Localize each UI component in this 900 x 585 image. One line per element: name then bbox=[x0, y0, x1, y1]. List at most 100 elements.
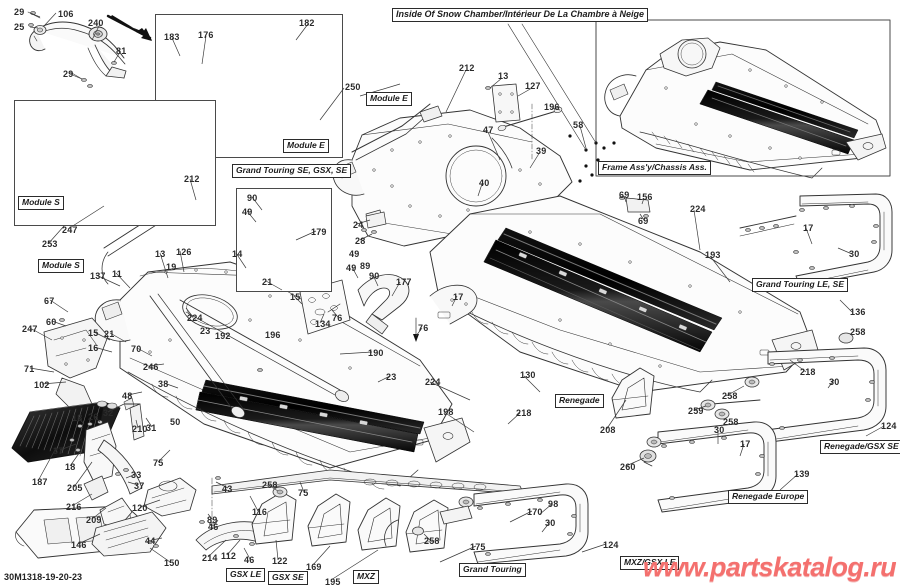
callout-number: 24 bbox=[353, 220, 364, 230]
callout-number: 212 bbox=[459, 63, 475, 73]
callout-number: 49 bbox=[242, 207, 253, 217]
callout-number: 15 bbox=[290, 292, 301, 302]
callout-number: 76 bbox=[332, 313, 343, 323]
callout-number: 33 bbox=[131, 470, 142, 480]
callout-number: 69 bbox=[638, 216, 649, 226]
callout-number: 258 bbox=[722, 391, 738, 401]
callout-number: 137 bbox=[90, 271, 106, 281]
callout-number: 196 bbox=[544, 102, 560, 112]
callout-number: 46 bbox=[244, 555, 255, 565]
callout-number: 218 bbox=[800, 367, 816, 377]
callout-number: 205 bbox=[67, 483, 83, 493]
callout-number: 30 bbox=[714, 425, 725, 435]
callout-number: 38 bbox=[158, 379, 169, 389]
callout-number: 29 bbox=[63, 69, 74, 79]
callout-number: 23 bbox=[386, 372, 397, 382]
callout-number: 112 bbox=[221, 551, 237, 561]
callout-number: 156 bbox=[637, 192, 653, 202]
callout-number: 50 bbox=[170, 417, 181, 427]
callout-number: 75 bbox=[298, 488, 309, 498]
caption-mxz-gsx-le: MXZ/GSX LE bbox=[620, 556, 680, 570]
callout-number: 40 bbox=[479, 178, 490, 188]
callout-number: 39 bbox=[536, 146, 547, 156]
callout-number: 17 bbox=[740, 439, 751, 449]
callout-number: 116 bbox=[252, 507, 268, 517]
callout-number: 130 bbox=[520, 370, 536, 380]
callout-number: 224 bbox=[425, 377, 441, 387]
callout-number: 17 bbox=[803, 223, 814, 233]
callout-number: 198 bbox=[438, 407, 454, 417]
callout-number: 28 bbox=[355, 236, 366, 246]
caption-grand-touring-le-se: Grand Touring LE, SE bbox=[752, 278, 848, 292]
callout-number: 208 bbox=[600, 425, 616, 435]
callout-number: 15 bbox=[88, 328, 99, 338]
callout-number: 89 bbox=[207, 515, 218, 525]
callout-number: 48 bbox=[122, 391, 133, 401]
callout-number: 58 bbox=[573, 120, 584, 130]
caption-module-e-main: Module E bbox=[366, 92, 412, 106]
callout-number: 247 bbox=[22, 324, 38, 334]
caption-module-e-top: Module E bbox=[283, 139, 329, 153]
callout-number: 258 bbox=[850, 327, 866, 337]
callout-number: 13 bbox=[155, 249, 166, 259]
callout-number: 21 bbox=[104, 329, 115, 339]
callout-number: 124 bbox=[881, 421, 897, 431]
callout-number: 196 bbox=[265, 330, 281, 340]
callout-number: 90 bbox=[247, 193, 258, 203]
callout-number: 169 bbox=[306, 562, 322, 572]
caption-mxz: MXZ bbox=[353, 570, 379, 584]
callout-number: 120 bbox=[132, 503, 148, 513]
callout-number: 250 bbox=[345, 82, 361, 92]
callout-number: 106 bbox=[58, 9, 74, 19]
callout-number: 260 bbox=[620, 462, 636, 472]
callout-number: 179 bbox=[311, 227, 327, 237]
callout-number: 43 bbox=[222, 484, 233, 494]
callout-number: 47 bbox=[483, 125, 494, 135]
callout-number: 76 bbox=[418, 323, 429, 333]
callout-number: 258 bbox=[723, 417, 739, 427]
callout-number: 18 bbox=[65, 462, 76, 472]
caption-grand-touring-se-gsx-se: Grand Touring SE, GSX, SE bbox=[232, 164, 352, 178]
callout-number: 37 bbox=[53, 446, 64, 456]
callout-number: 127 bbox=[525, 81, 541, 91]
callout-number: 46 bbox=[208, 522, 219, 532]
callout-number: 124 bbox=[603, 540, 619, 550]
callout-number: 216 bbox=[66, 502, 82, 512]
callout-number: 102 bbox=[34, 380, 50, 390]
callout-number: 44 bbox=[145, 536, 156, 546]
caption-grand-touring: Grand Touring bbox=[459, 563, 526, 577]
callout-number: 240 bbox=[88, 18, 104, 28]
callout-number: 49 bbox=[349, 249, 360, 259]
callout-number: 224 bbox=[187, 313, 203, 323]
callout-number: 31 bbox=[146, 423, 157, 433]
callout-number: 187 bbox=[32, 477, 48, 487]
callout-number: 60 bbox=[46, 317, 57, 327]
callout-number: 136 bbox=[850, 307, 866, 317]
caption-gsx-le: GSX LE bbox=[226, 568, 266, 582]
callout-number: 175 bbox=[470, 542, 486, 552]
callout-number: 146 bbox=[71, 540, 87, 550]
callout-number: 70 bbox=[131, 344, 142, 354]
callout-number: 30 bbox=[545, 518, 556, 528]
callout-number: 29 bbox=[14, 7, 25, 17]
callout-number: 32 bbox=[103, 408, 114, 418]
callout-number: 98 bbox=[548, 499, 559, 509]
callout-number: 176 bbox=[198, 30, 214, 40]
callout-number: 177 bbox=[396, 277, 412, 287]
callout-number: 259 bbox=[688, 406, 704, 416]
callout-number: 192 bbox=[215, 331, 231, 341]
caption-frame-assy: Frame Ass'y/Chassis Ass. bbox=[598, 161, 711, 175]
callout-number: 75 bbox=[153, 458, 164, 468]
callout-number: 258 bbox=[424, 536, 440, 546]
callout-number: 71 bbox=[24, 364, 35, 374]
callout-number: 209 bbox=[86, 515, 102, 525]
caption-gsx-se: GSX SE bbox=[268, 571, 308, 585]
callout-number: 212 bbox=[184, 174, 200, 184]
callout-number: 134 bbox=[315, 319, 331, 329]
callout-number: 182 bbox=[299, 18, 315, 28]
callout-number: 210 bbox=[132, 424, 148, 434]
callout-number: 139 bbox=[794, 469, 810, 479]
callout-number: 25 bbox=[14, 22, 25, 32]
callout-number: 218 bbox=[516, 408, 532, 418]
callout-number: 13 bbox=[498, 71, 509, 81]
